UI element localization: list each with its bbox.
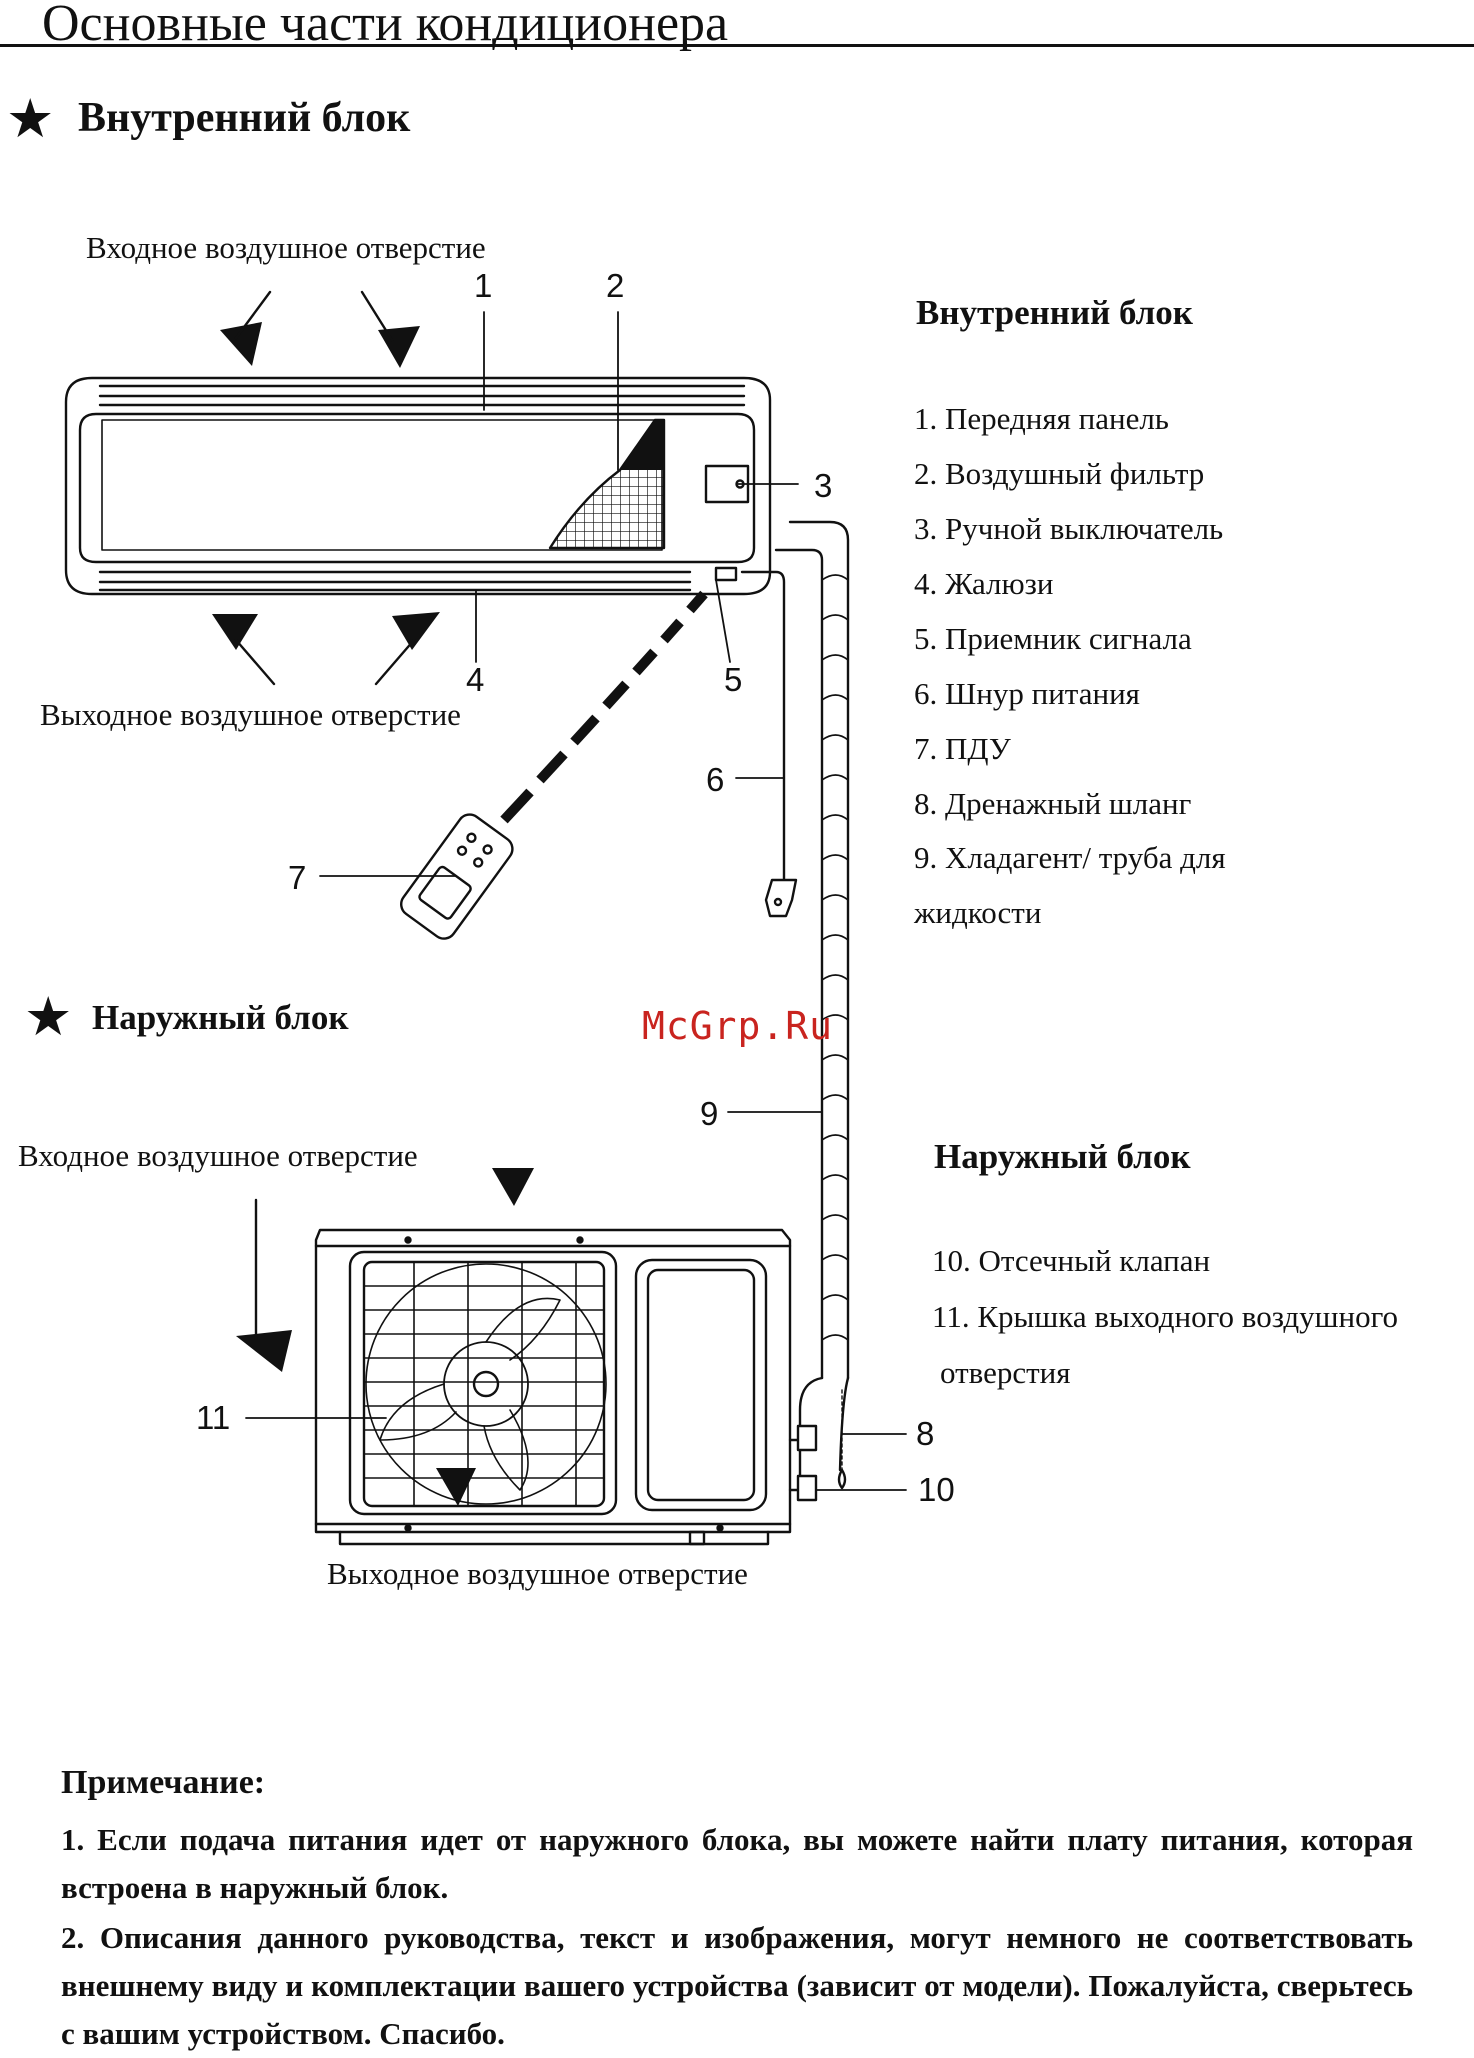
callout-number: 6 bbox=[706, 761, 725, 798]
page-title: Основные части кондиционера bbox=[42, 0, 729, 52]
signal-beam-drawing bbox=[500, 590, 708, 824]
indoor-section-title: Внутренний блок bbox=[78, 95, 411, 141]
callout-number: 5 bbox=[724, 661, 743, 698]
callout-number: 8 bbox=[916, 1415, 935, 1452]
star-icon: ★ bbox=[6, 87, 55, 150]
callout-number: 1 bbox=[474, 267, 493, 304]
power-cord-drawing bbox=[740, 570, 798, 918]
indoor-outlet-caption: Выходное воздушное отверстие bbox=[40, 697, 461, 732]
parts-list-item: 3. Ручной выключатель bbox=[914, 511, 1224, 546]
callout-number: 11 bbox=[196, 1399, 231, 1436]
callout-number: 2 bbox=[606, 267, 625, 304]
callout-number: 3 bbox=[814, 467, 833, 504]
outdoor-inlet-caption: Входное воздушное отверстие bbox=[18, 1138, 418, 1173]
parts-list-item: 2. Воздушный фильтр bbox=[914, 456, 1205, 491]
outdoor-list-title: Наружный блок bbox=[934, 1137, 1191, 1176]
parts-list-item: 6. Шнур питания bbox=[914, 676, 1140, 711]
arrow-icon bbox=[212, 322, 440, 650]
parts-list-item: 7. ПДУ bbox=[914, 731, 1011, 766]
parts-list-item: 9. Хладагент/ труба для bbox=[914, 840, 1226, 875]
parts-list-item: жидкости bbox=[914, 895, 1042, 930]
callout-number: 4 bbox=[466, 661, 485, 698]
note-title: Примечание: bbox=[61, 1764, 266, 1801]
parts-list-item: 1. Передняя панель bbox=[914, 401, 1169, 436]
remote-control-drawing bbox=[400, 813, 514, 940]
parts-list-item: 4. Жалюзи bbox=[914, 566, 1054, 601]
star-icon: ★ bbox=[24, 985, 73, 1048]
title-divider bbox=[0, 44, 1474, 47]
parts-list-item: 5. Приемник сигнала bbox=[914, 621, 1192, 656]
outdoor-unit-drawing bbox=[314, 1228, 818, 1546]
callout-number: 10 bbox=[918, 1471, 955, 1508]
watermark: McGrp.Ru bbox=[642, 1004, 834, 1048]
outdoor-section-title: Наружный блок bbox=[92, 998, 349, 1037]
callout-number: 7 bbox=[288, 859, 307, 896]
indoor-unit-drawing bbox=[64, 376, 772, 596]
note-item: 2. Описания данного руководства, текст и… bbox=[61, 1920, 1413, 2051]
parts-list-item: 11. Крышка выходного воздушного bbox=[932, 1299, 1399, 1334]
parts-list-item: 8. Дренажный шланг bbox=[914, 786, 1192, 821]
arrow-icon bbox=[236, 1168, 534, 1506]
indoor-inlet-caption: Входное воздушное отверстие bbox=[86, 230, 486, 265]
parts-list-item: 10. Отсечный клапан bbox=[932, 1243, 1211, 1278]
refrigerant-pipe-drawing bbox=[774, 520, 850, 1480]
callout-number: 9 bbox=[700, 1095, 719, 1132]
outdoor-outlet-caption: Выходное воздушное отверстие bbox=[327, 1556, 748, 1591]
air-conditioner-diagram bbox=[64, 290, 907, 1546]
note-item: 1. Если подача питания идет от наружного… bbox=[61, 1822, 1413, 1905]
parts-list-item: отверстия bbox=[940, 1355, 1071, 1390]
indoor-list-title: Внутренний блок bbox=[916, 293, 1193, 332]
